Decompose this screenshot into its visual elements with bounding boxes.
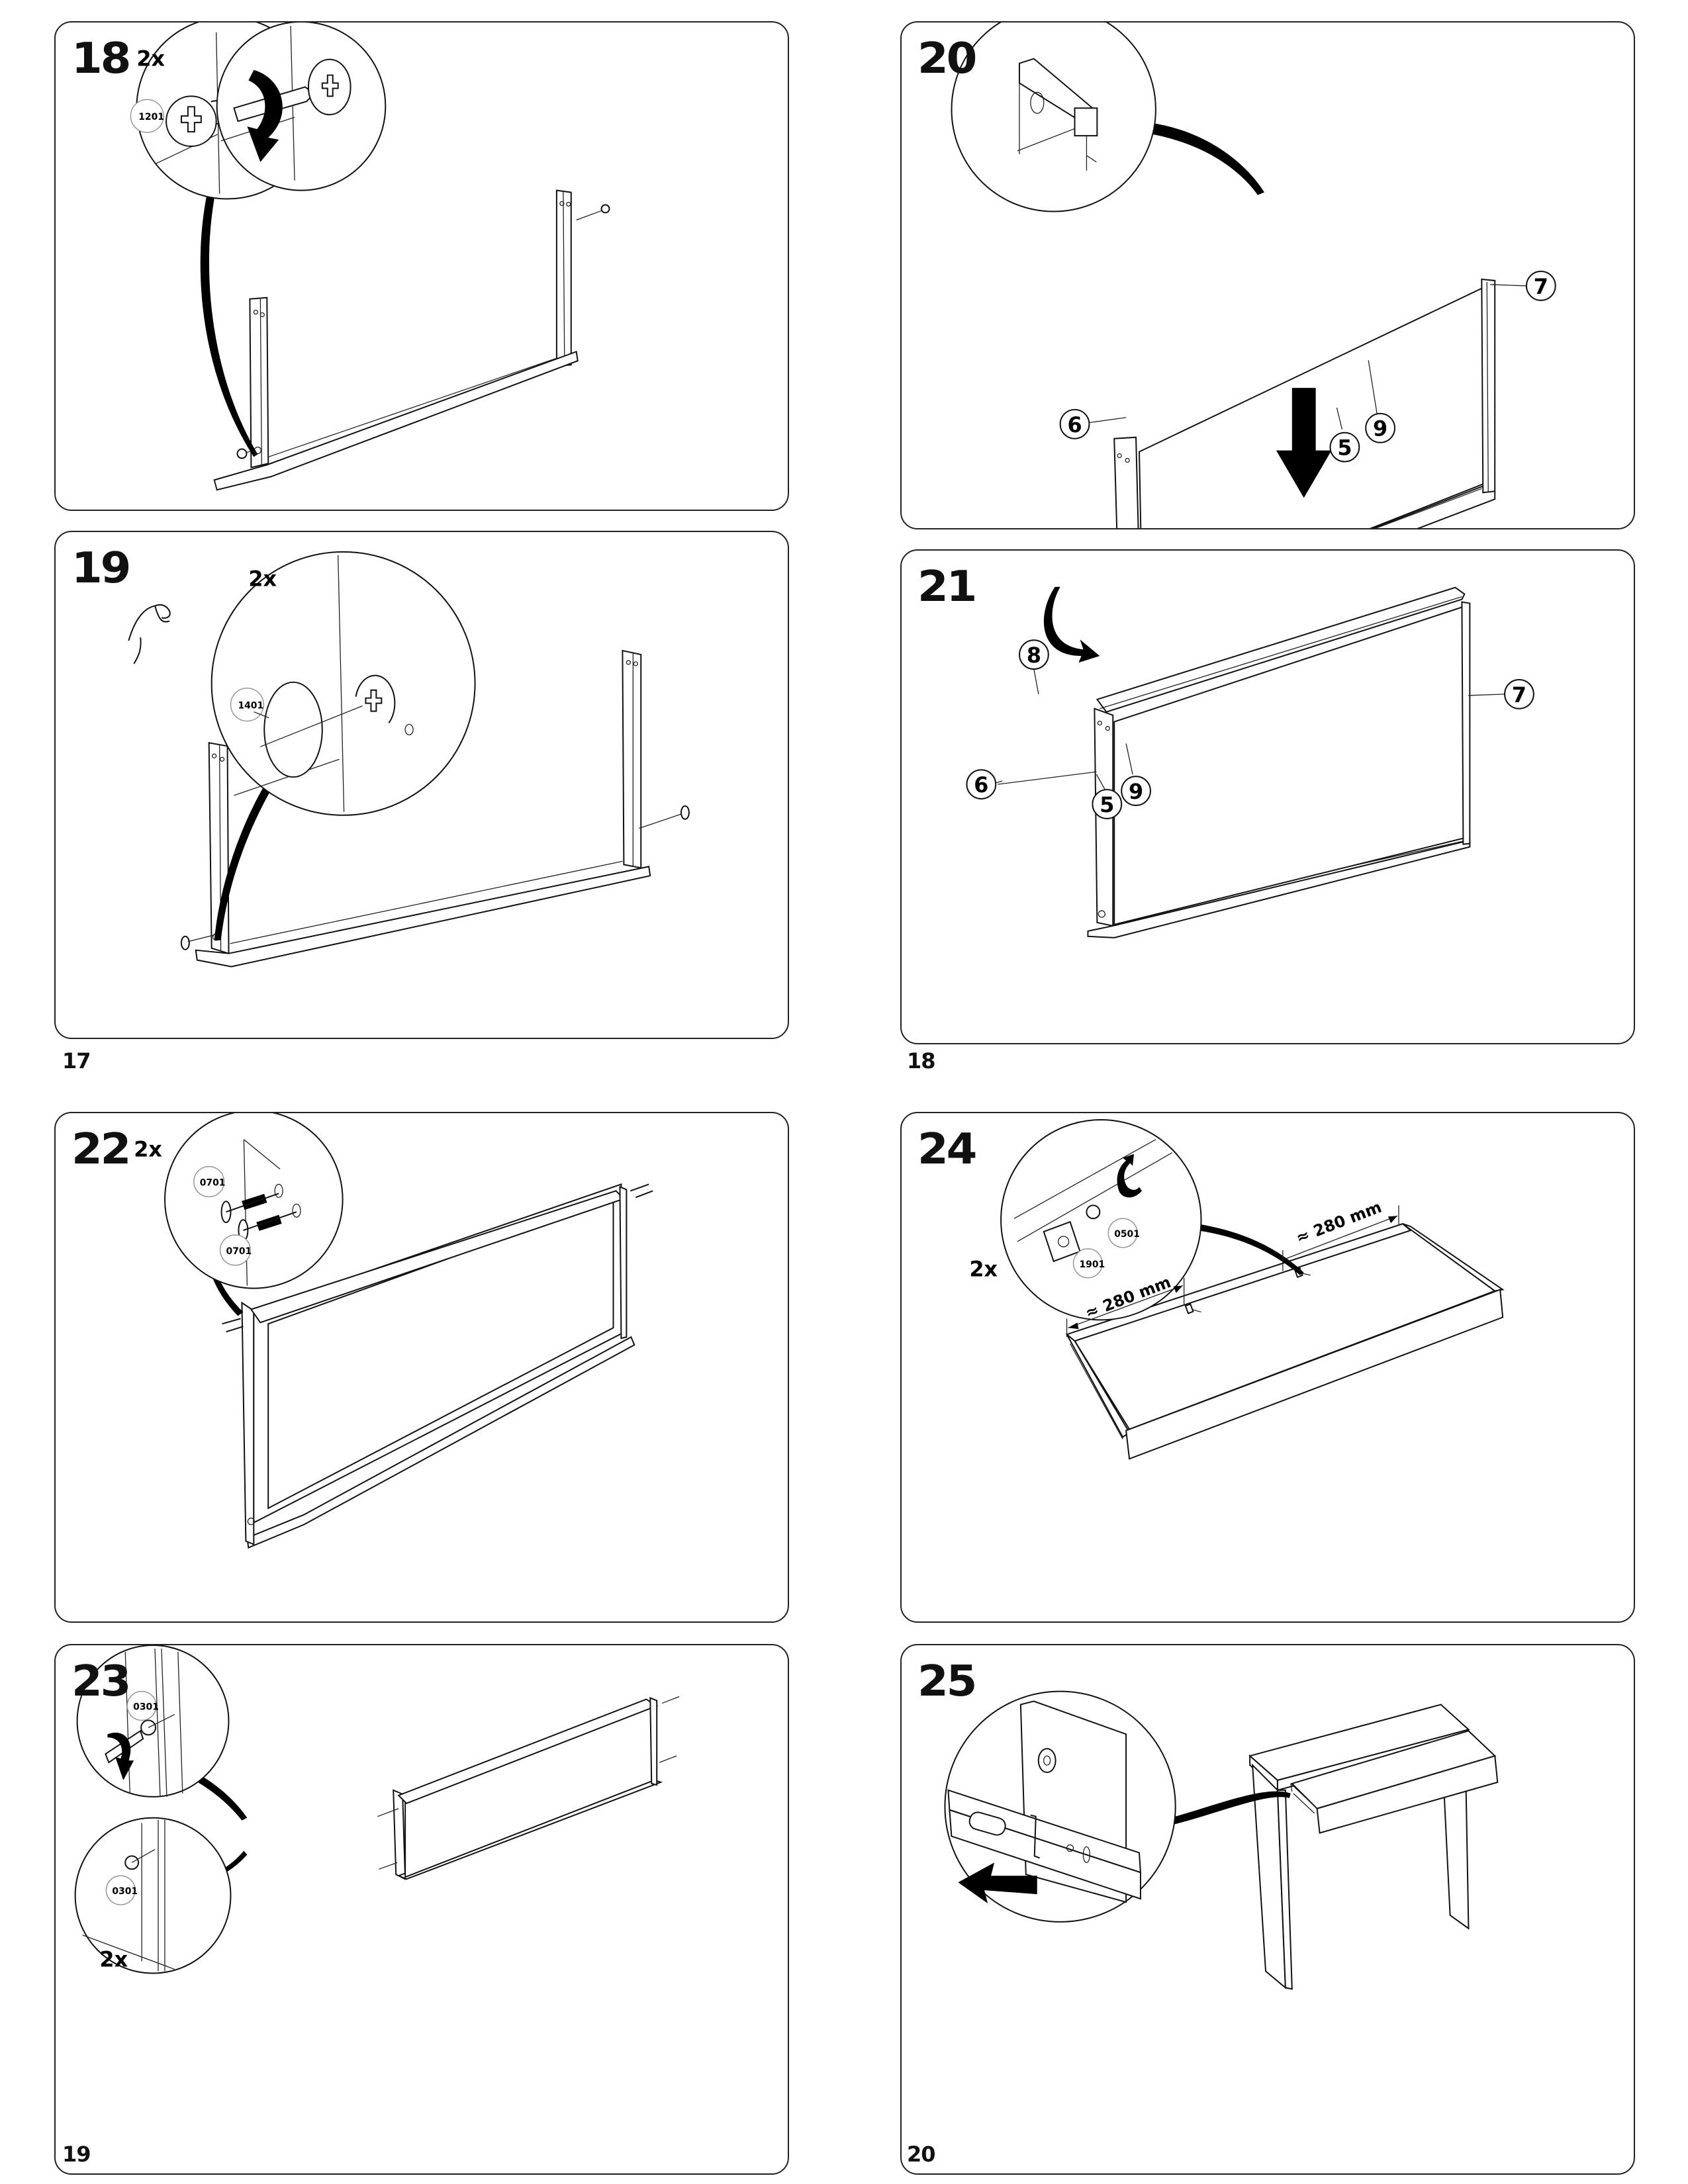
dimension-right xyxy=(1282,1205,1399,1271)
part-number-9: 9 xyxy=(1373,416,1387,441)
step-20-panel: 6 7 5 9 20 xyxy=(900,21,1635,529)
rotate-arrow-icon xyxy=(1043,586,1100,663)
part-code-label: 0501 xyxy=(1114,1229,1140,1240)
step-23-panel: 0301 0301 2x 23 xyxy=(54,1644,789,2175)
dimension-left xyxy=(1066,1277,1185,1338)
quantity-label: 2x xyxy=(99,1947,128,1972)
detail-circle-confirmat xyxy=(164,1113,344,1289)
part-number-9: 9 xyxy=(1129,779,1143,804)
detail-circle-groove xyxy=(951,23,1156,212)
step-23-illustration: 0301 0301 2x xyxy=(74,1645,680,1974)
frame-assembly xyxy=(241,1183,635,1549)
step-25-panel: 25 xyxy=(900,1644,1635,2175)
detail-circle-slide xyxy=(944,1690,1176,1923)
detail-circle-top xyxy=(76,1645,230,1797)
console-table xyxy=(1248,1704,1499,1990)
part-number-6: 6 xyxy=(1067,412,1082,437)
part-number-7: 7 xyxy=(1512,682,1526,707)
zoom-connector xyxy=(214,766,285,940)
quantity-label: 2x xyxy=(248,567,277,592)
part-number-6: 6 xyxy=(974,772,988,797)
bracket-left xyxy=(1184,1303,1194,1314)
part-number-8: 8 xyxy=(1027,643,1041,668)
rotate-arrow-icon xyxy=(1117,1154,1142,1198)
zoom-connector xyxy=(194,1774,248,1821)
step-19-illustration: 1401 2x xyxy=(128,551,690,968)
page-number-20: 20 xyxy=(907,2142,936,2167)
step-number: 20 xyxy=(917,34,977,83)
step-20-illustration: 6 7 5 9 xyxy=(951,23,1556,528)
confirmat-screws-right xyxy=(630,1183,653,1199)
step-number: 22 xyxy=(71,1125,131,1174)
step-number: 21 xyxy=(917,563,977,612)
zoom-connector xyxy=(200,154,258,457)
frame-assembly xyxy=(377,1696,680,1880)
down-arrow-icon xyxy=(1276,388,1332,498)
step-24-illustration: 0501 1901 2x ≈ 280 mm ≈ 280 mm xyxy=(969,1118,1505,1460)
quantity-label: 2x xyxy=(136,46,165,71)
step-number: 25 xyxy=(917,1657,977,1706)
detail-circle-screwdriver xyxy=(216,23,387,191)
confirmat-screws-left xyxy=(222,1318,244,1333)
step-number: 24 xyxy=(917,1125,977,1174)
step-24-panel: 0501 1901 2x ≈ 280 mm ≈ 280 mm 24 xyxy=(900,1112,1635,1623)
drawer-assembly xyxy=(1065,1223,1505,1460)
part-number-5: 5 xyxy=(1337,435,1352,461)
detail-circle-bottom xyxy=(74,1817,232,1974)
part-code-label: 1201 xyxy=(138,112,164,122)
zoom-connector xyxy=(1162,1791,1291,1827)
page-number-19: 19 xyxy=(62,2142,91,2167)
part-code-label: 0701 xyxy=(226,1246,252,1257)
part-code-label: 0301 xyxy=(112,1886,138,1897)
rotate-arrow-icon xyxy=(107,1732,134,1780)
step-21-panel: 8 7 6 5 9 21 xyxy=(900,549,1635,1044)
frame-assembly xyxy=(213,189,610,491)
page-number-17: 17 xyxy=(62,1048,91,1073)
part-number-5: 5 xyxy=(1100,792,1114,817)
part-code-label: 0301 xyxy=(133,1702,159,1713)
quantity-label: 2x xyxy=(969,1257,998,1282)
zoom-connector xyxy=(1197,1224,1304,1275)
step-number: 19 xyxy=(71,544,131,593)
quantity-label: 2x xyxy=(134,1137,162,1162)
rotate-arrow-icon xyxy=(247,69,283,162)
detail-circle-cap xyxy=(211,551,476,816)
frame-assembly xyxy=(1087,586,1471,938)
step-19-panel: 1401 2x 19 xyxy=(54,531,789,1039)
part-code-label: 1901 xyxy=(1079,1259,1105,1270)
step-18-illustration: 1201 2x xyxy=(130,23,610,491)
push-arrow-icon xyxy=(958,1862,1037,1904)
step-22-illustration: 0701 0701 2x xyxy=(134,1113,653,1549)
part-code-label: 0701 xyxy=(200,1177,226,1188)
step-25-illustration xyxy=(944,1690,1499,1990)
step-21-illustration: 8 7 6 5 9 xyxy=(966,586,1534,938)
hand-icon xyxy=(128,604,171,664)
step-18-panel: 1201 2x 18 xyxy=(54,21,789,511)
detail-circle-bracket xyxy=(1000,1118,1202,1321)
step-number: 23 xyxy=(71,1657,131,1706)
part-code-label: 1401 xyxy=(238,701,263,711)
page-number-18: 18 xyxy=(907,1048,936,1073)
step-number: 18 xyxy=(71,34,131,83)
part-number-7: 7 xyxy=(1534,274,1548,299)
step-22-panel: 0701 0701 2x 22 xyxy=(54,1112,789,1623)
